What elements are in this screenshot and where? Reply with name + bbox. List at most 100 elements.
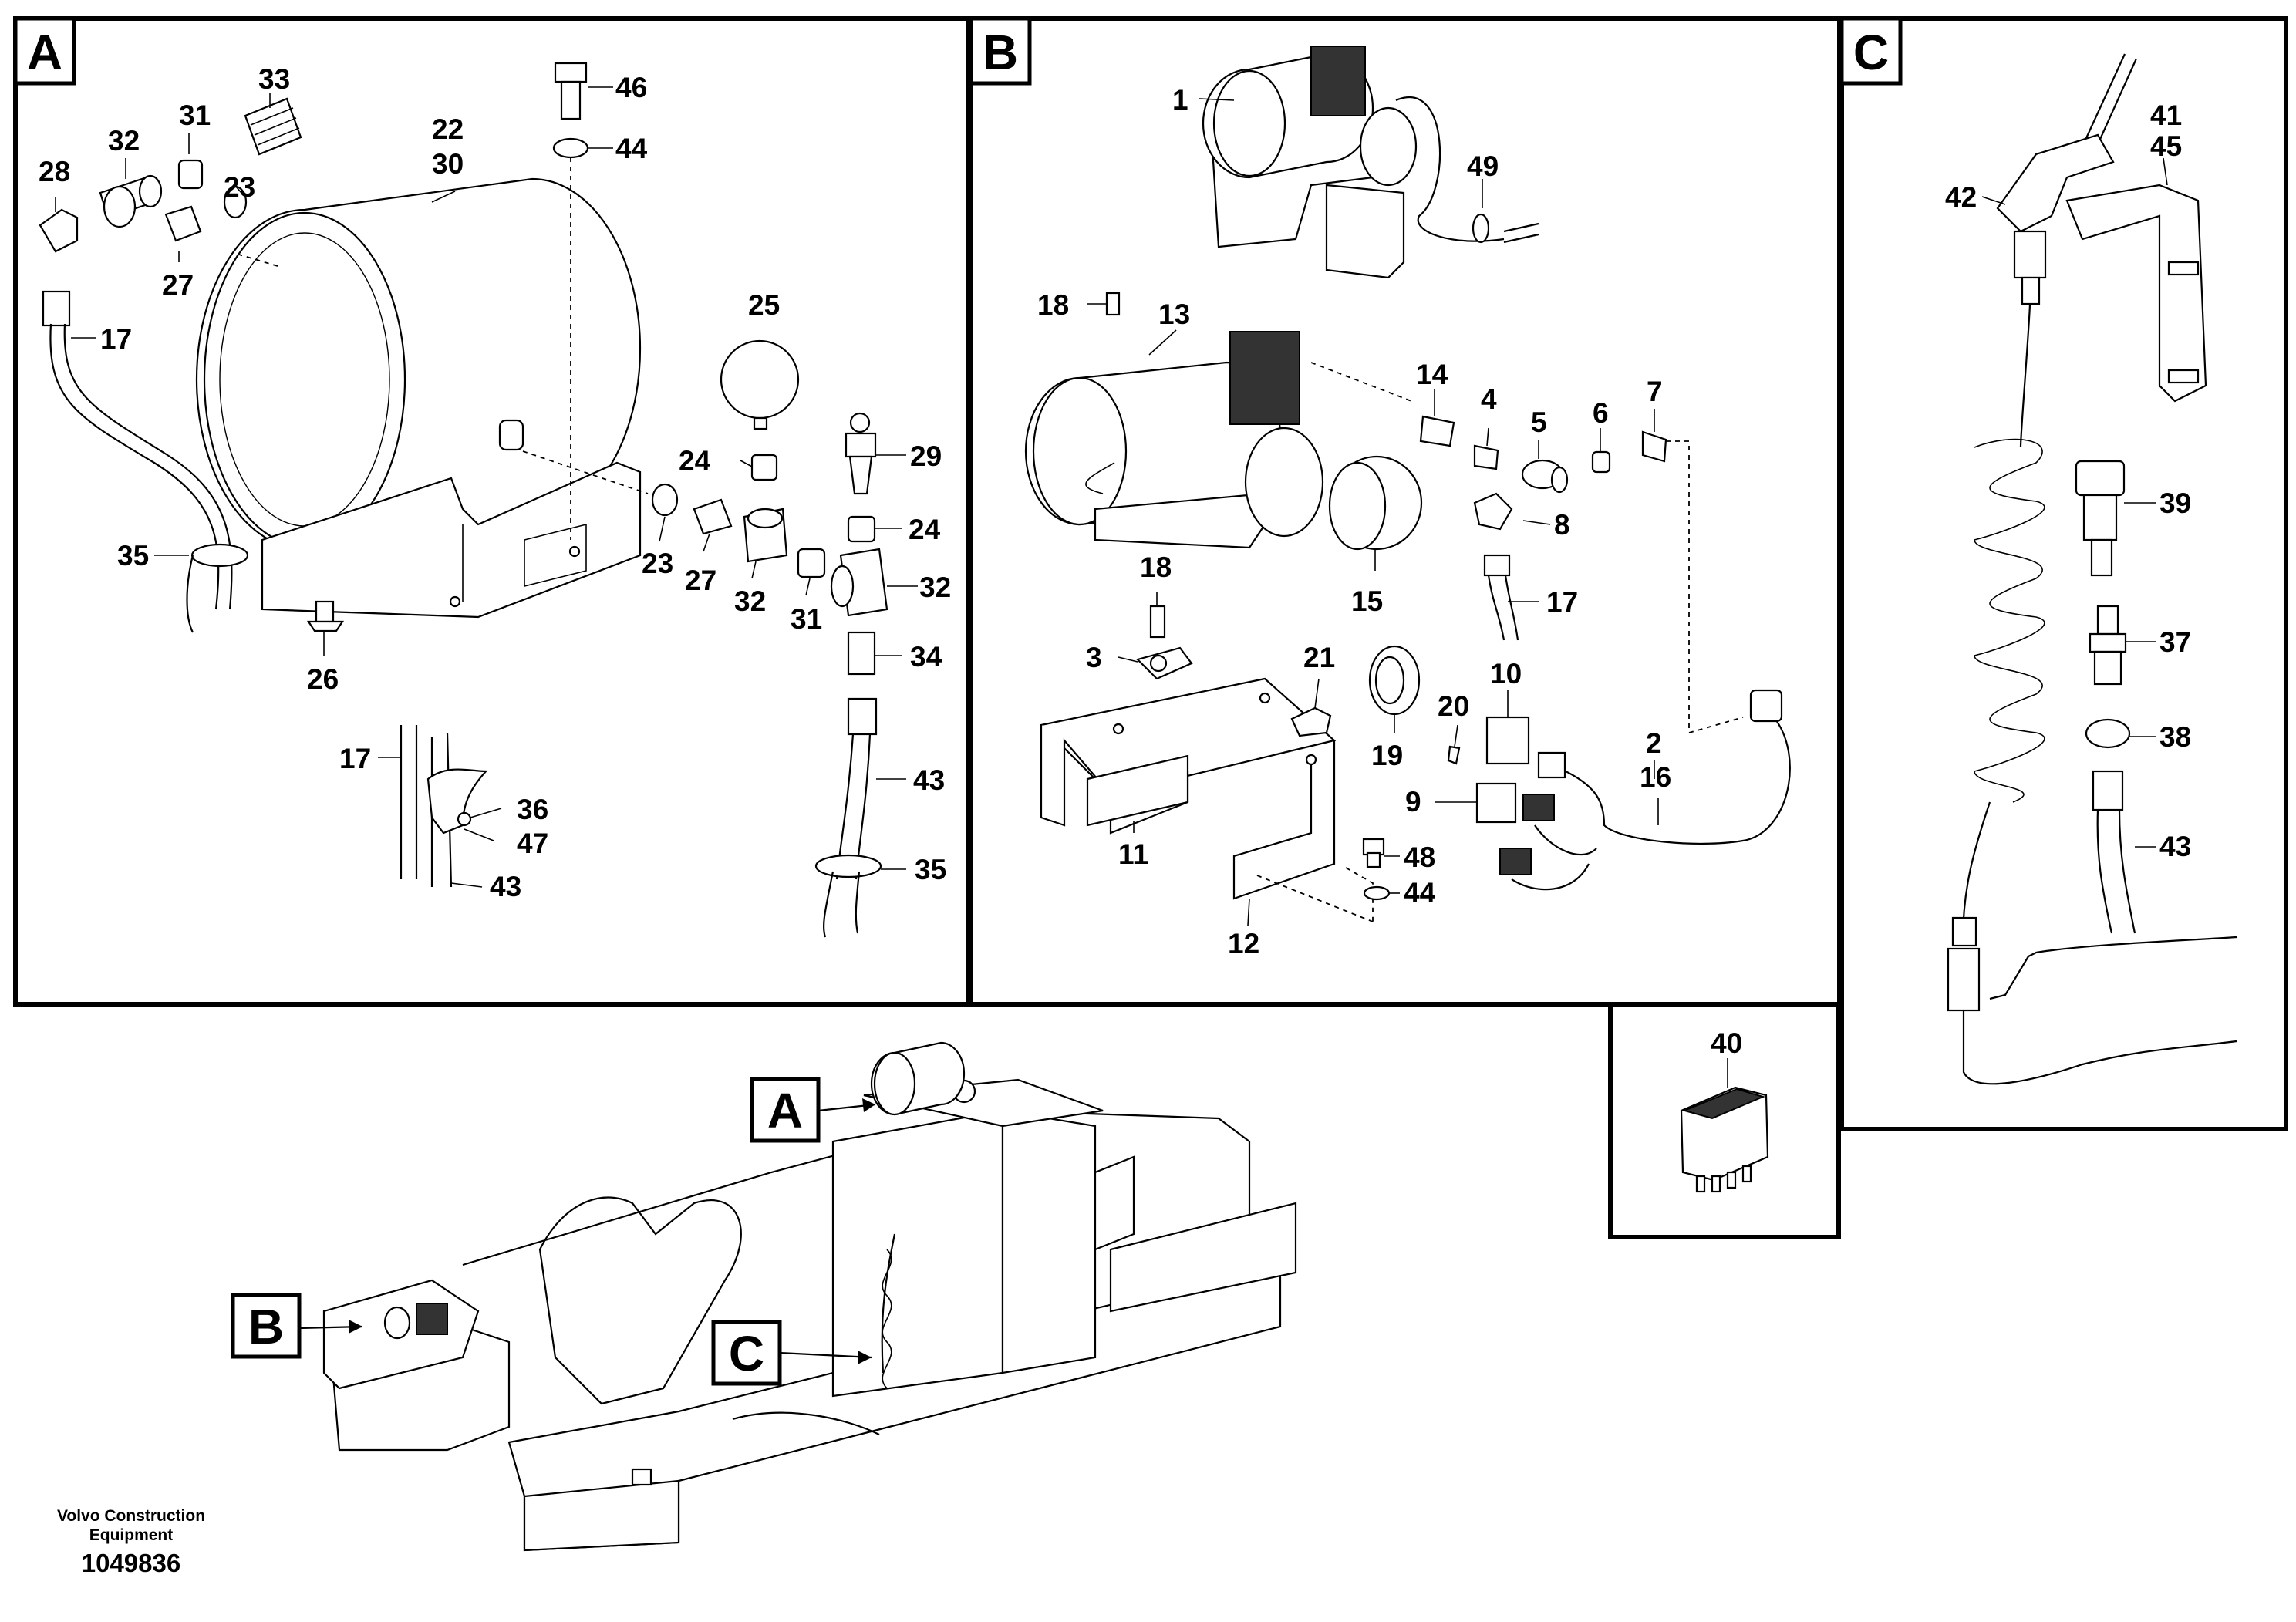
nipple-37 [2089,605,2127,686]
callout-17: 17 [100,323,132,355]
hose-43-right [814,697,882,938]
leader-lines [55,86,2168,1088]
fitting-5 [1521,459,1569,494]
relay-10 [1485,716,1530,765]
callout-30: 30 [432,148,464,180]
panel-c-letter: C [1853,25,1889,80]
callout-4: 4 [1481,383,1497,415]
gauge-25 [720,339,800,430]
callout-7: 7 [1647,376,1663,407]
callout-22: 22 [432,113,464,145]
svg-text:A: A [767,1083,803,1138]
callout-27: 27 [162,269,194,301]
pressure-switch-29 [845,412,877,495]
tee-32-right-b [830,548,888,617]
callout-40: 40 [1711,1027,1742,1059]
seal-23 [223,185,248,219]
overview-label-b: B [231,1293,363,1359]
callout-46: 46 [615,72,647,103]
brand-line-2: Equipment [89,1526,174,1544]
callout-44: 44 [615,133,648,164]
clip-21 [1290,706,1332,737]
air-filter-15 [1328,455,1423,551]
panel-b-letter: B [983,25,1018,80]
coiled-hose [1947,304,2237,1085]
bracket-11 [1039,677,1337,900]
grommet-19 [1368,645,1421,716]
callout-13: 13 [1158,298,1190,330]
callout-12: 12 [1228,928,1259,959]
callout-32: 32 [734,585,766,617]
switch-panel [1608,1002,1841,1239]
panel-b: B [969,16,1842,1007]
callout-33: 33 [258,63,290,95]
adapter-27-right [693,498,733,535]
bolt-18-lower [1149,605,1166,639]
callout-32: 32 [919,572,951,603]
callouts-panel-a: 46 44 33 31 32 28 22 30 23 27 17 25 29 2… [39,63,951,902]
callout-43: 43 [2159,831,2191,862]
rocker-switch-40 [1680,1086,1769,1193]
plug-24-upper [750,454,778,481]
wire-harness-2 [1499,689,1791,891]
callout-19: 19 [1371,740,1403,771]
callout-10: 10 [1490,658,1522,690]
callout-24: 24 [909,514,941,545]
callout-5: 5 [1531,406,1547,438]
callout-15: 15 [1351,585,1383,617]
callout-48: 48 [1404,841,1435,873]
holder-41-45 [2065,184,2207,403]
panel-a: A [13,16,971,1007]
machine-overview [322,1041,1297,1552]
relay-9 [1475,782,1517,824]
overview-coil [882,1249,892,1389]
callout-28: 28 [39,156,70,187]
callout-29: 29 [910,440,942,472]
compressor-assembly-1 [1202,46,1539,279]
clip-20 [1447,745,1461,765]
callout-44: 44 [1404,877,1436,909]
plug-24-lower [847,515,876,543]
nipple-31 [177,159,204,190]
washer-44-b [1363,885,1391,901]
callout-42: 42 [1945,181,1977,213]
overview-label-c: C [711,1320,872,1386]
callout-31: 31 [179,99,211,131]
drawing-number: 1049836 [81,1549,181,1577]
callout-45: 45 [2150,130,2182,162]
brand-line-1: Volvo Construction [56,1507,206,1525]
callout-18: 18 [1037,289,1069,321]
callout-1: 1 [1172,84,1188,116]
panel-c: C [1839,16,2288,1131]
callouts-panel-b: 1 49 18 13 14 4 5 6 7 8 15 17 18 3 21 10… [1037,84,1671,959]
nipple-31-right [797,548,826,578]
callout-14: 14 [1416,359,1448,390]
hose-17-b [1483,554,1519,641]
seal-23-right [651,483,679,517]
callout-34: 34 [910,641,942,673]
nut-38 [2085,718,2131,749]
svg-text:C: C [729,1326,764,1381]
callout-17: 17 [339,743,371,774]
panel-a-letter: A [27,25,62,80]
callout-39: 39 [2159,487,2191,519]
callout-43: 43 [490,871,521,902]
callout-9: 9 [1405,786,1421,818]
callout-36: 36 [517,794,548,825]
callout-31: 31 [791,603,822,635]
callout-20: 20 [1438,690,1469,722]
clamp-detail [400,725,488,888]
callout-47: 47 [517,828,548,859]
overview-label-a: A [750,1077,876,1143]
callout-25: 25 [748,289,780,321]
clamp-3 [1135,646,1193,680]
callout-32: 32 [108,125,140,157]
callouts-panel-c: 41 45 42 39 37 38 43 [1945,99,2191,862]
air-tank [195,177,642,619]
callout-24: 24 [679,445,711,477]
callout-23: 23 [224,171,255,203]
callout-21: 21 [1303,642,1335,673]
quick-coupler-39 [2075,460,2126,577]
elbow-8 [1473,492,1513,531]
